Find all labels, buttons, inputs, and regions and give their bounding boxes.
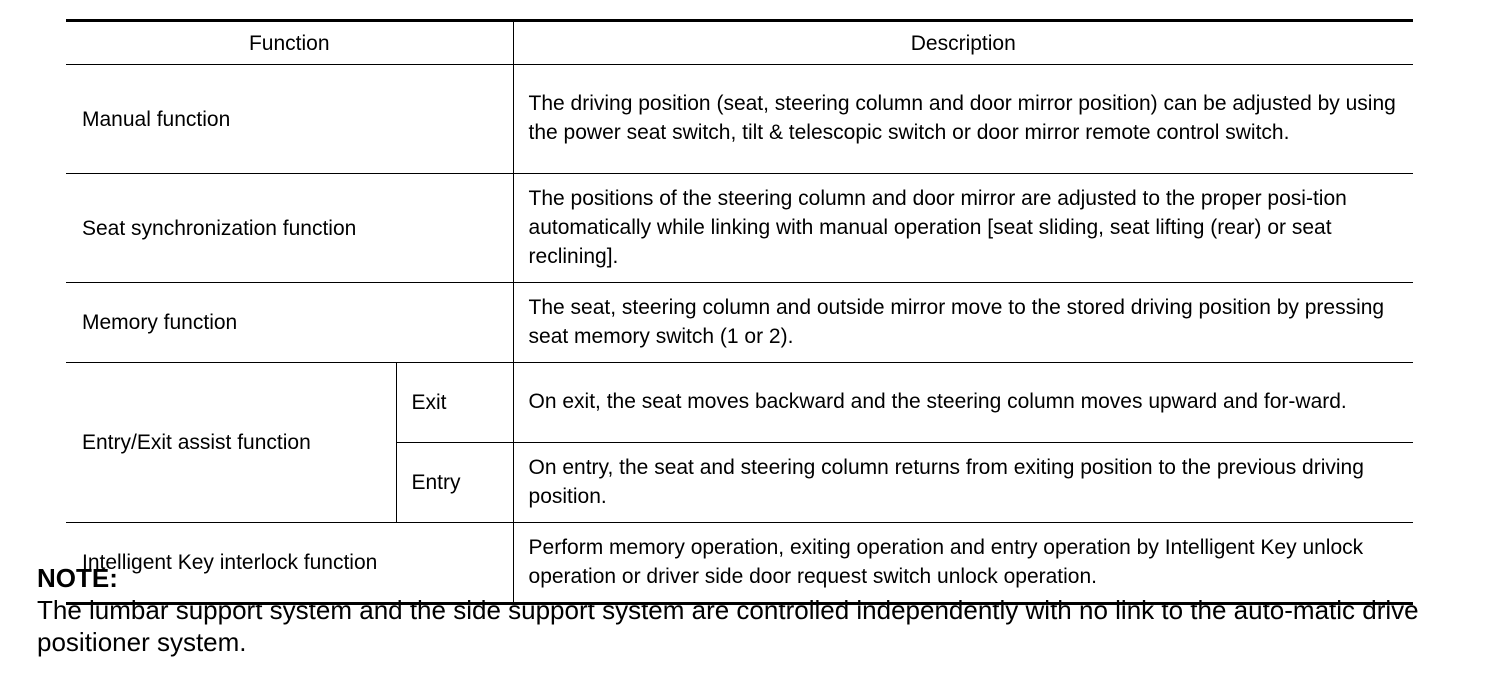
table-row: Memory function The seat, steering colum… bbox=[66, 282, 1414, 363]
description-column-header: Description bbox=[512, 19, 1414, 65]
description-cell-exit: On exit, the seat moves backward and the… bbox=[512, 362, 1414, 443]
sub-function-cell-exit: Exit bbox=[395, 362, 514, 443]
function-cell-manual: Manual function bbox=[66, 64, 514, 174]
sub-function-cell-entry: Entry bbox=[396, 442, 514, 523]
description-cell-memory: The seat, steering column and outside mi… bbox=[512, 282, 1414, 363]
function-cell-seat-synchronization: Seat synchronization function bbox=[66, 173, 514, 283]
description-cell-seat-synchronization: The positions of the steering column and… bbox=[512, 173, 1414, 283]
table-row: Seat synchronization function The positi… bbox=[66, 173, 1414, 283]
table-row: Entry On entry, the seat and steering co… bbox=[66, 442, 1414, 523]
function-cell-entry-exit-assist: Entry/Exit assist function bbox=[66, 362, 397, 523]
note-heading: NOTE: bbox=[37, 563, 118, 593]
description-cell-intelligent-key-interlock: Perform memory operation, exiting operat… bbox=[512, 522, 1414, 605]
function-cell-memory: Memory function bbox=[66, 282, 514, 363]
table-row: Manual function The driving position (se… bbox=[66, 64, 1414, 174]
function-description-table: Function Description Manual function The… bbox=[66, 19, 1414, 605]
description-cell-manual: The driving position (seat, steering col… bbox=[512, 64, 1414, 174]
note-block: NOTE: The lumbar support system and the … bbox=[37, 562, 1477, 658]
table-row: Entry/Exit assist function Exit On exit,… bbox=[66, 362, 1414, 523]
table-row: Intelligent Key interlock function Perfo… bbox=[66, 522, 1414, 605]
description-cell-entry: On entry, the seat and steering column r… bbox=[512, 442, 1414, 523]
note-text: The lumbar support system and the side s… bbox=[37, 595, 1419, 657]
function-column-header: Function bbox=[66, 19, 514, 65]
function-cell-intelligent-key-interlock: Intelligent Key interlock function bbox=[66, 522, 514, 605]
table-header-row: Function Description bbox=[66, 19, 1414, 65]
